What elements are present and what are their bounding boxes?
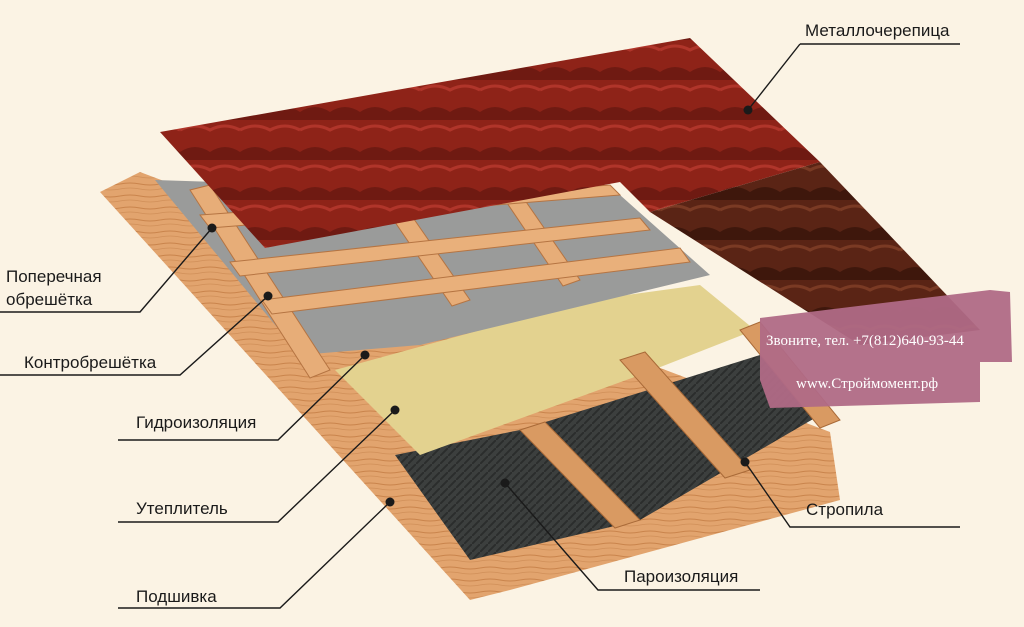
promo-band [760,290,1012,408]
vapor-barrier-layer [395,355,820,560]
label-counter-batten: Контробрешётка [24,353,157,372]
metal-tile-red [160,38,820,248]
leader-dots [207,105,753,507]
label-insulation: Утеплитель [136,499,228,518]
promo-phone: Звоните, тел. +7(812)640-93-44 [766,333,964,349]
metal-tile-brown [650,162,980,345]
promo-site: www.Строймомент.рф [796,376,939,392]
label-rafters: Стропила [806,500,884,519]
label-vapor-barrier: Пароизоляция [624,567,739,586]
leader-lines [0,43,960,609]
label-cross-batten-line2: обрешётка [6,290,93,309]
label-metal-tile: Металлочерепица [805,21,950,40]
insulation-layer [335,285,755,455]
label-waterproofing: Гидроизоляция [136,413,257,432]
label-soffit: Подшивка [136,587,217,606]
label-cross-batten-line1: Поперечная [6,267,102,286]
